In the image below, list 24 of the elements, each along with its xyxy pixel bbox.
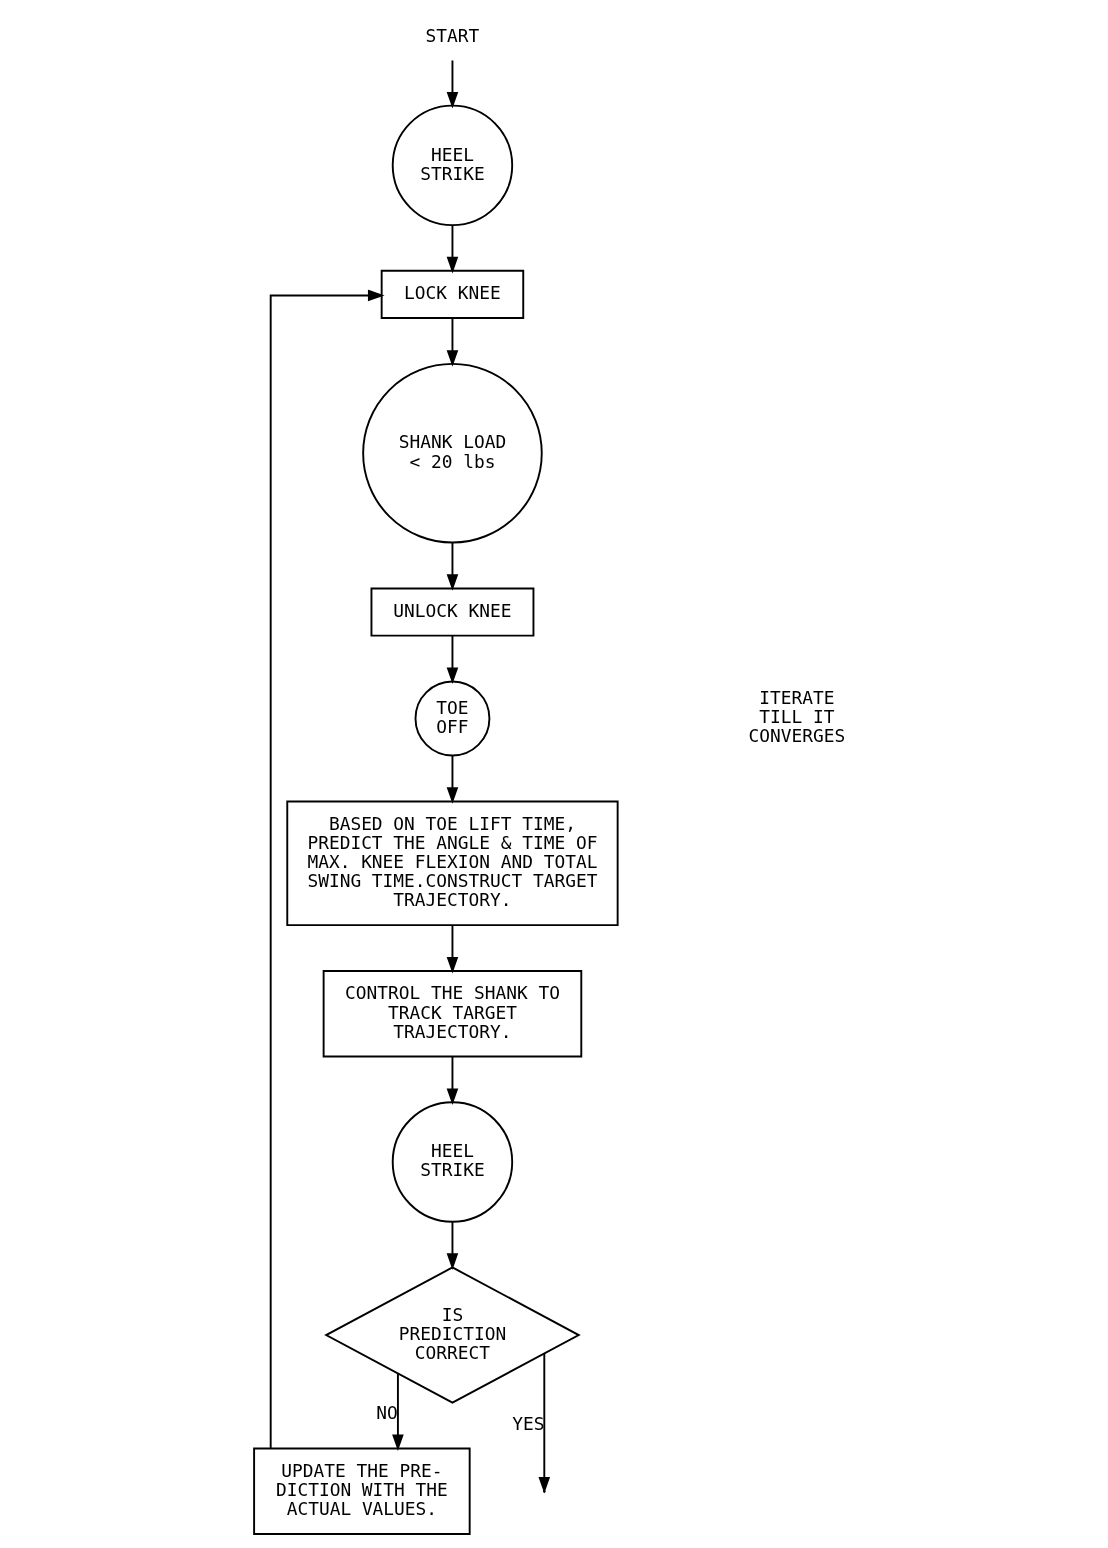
- arrow: [391, 1372, 404, 1452]
- label: ITERATE TILL IT CONVERGES: [748, 687, 845, 747]
- arrow: [446, 541, 458, 591]
- node-box: BASED ON TOE LIFT TIME, PREDICT THE ANGLE & TIME OF MAX. KNEE FLEXION AND TOTAL SWING TIME.CONSTRUCT TARGET TRAJECTORY.: [285, 800, 619, 927]
- arrow: [446, 224, 458, 274]
- node-circle: SHANK LOAD < 20 lbs: [361, 362, 543, 544]
- arrow: [446, 1220, 458, 1270]
- arrow: [446, 924, 458, 974]
- node-box: UPDATE THE PRE- DICTION WITH THE ACTUAL VALUES.: [252, 1447, 471, 1535]
- arrow: [446, 59, 458, 109]
- arrow: [446, 1055, 458, 1106]
- node-box: CONTROL THE SHANK TO TRACK TARGET TRAJECTORY.: [322, 970, 582, 1058]
- arrow: [269, 289, 385, 1450]
- edge-label: NO: [375, 1401, 398, 1423]
- arrow: [446, 754, 458, 804]
- arrow: [446, 634, 458, 685]
- node-box: UNLOCK KNEE: [370, 587, 534, 637]
- node-text: START: [425, 24, 479, 46]
- node-box: LOCK KNEE: [380, 269, 524, 319]
- node-circle: HEEL STRIKE: [391, 1101, 513, 1223]
- arrow: [446, 317, 458, 367]
- node-circle: HEEL STRIKE: [391, 104, 513, 227]
- node-diamond: IS PREDICTION CORRECT: [323, 1266, 581, 1404]
- node-circle: TOE OFF: [414, 680, 490, 757]
